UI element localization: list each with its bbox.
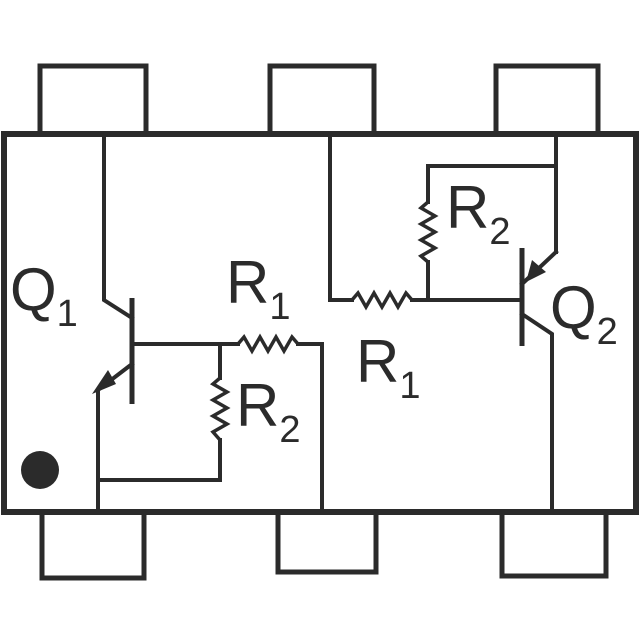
r1-left-resistor [236,333,300,355]
r1-right-resistor [350,289,414,311]
r2-left-resistor [209,376,231,442]
r1-right-label: R1 [356,328,420,407]
q2-collector-wire [519,311,554,514]
pin-bottom-middle [275,505,379,575]
r2-right-resistor [417,200,439,264]
pin1-marker-dot [21,451,59,489]
pin-bottom-right [499,505,609,579]
left-ground-return [96,438,222,482]
r1-right-input-wire [328,132,354,302]
pin-bottom-left [39,505,147,581]
q2-emitter-arrow [526,260,546,282]
q1-collector-wire [102,132,135,321]
r2-right-label: R2 [446,174,510,253]
pin-top-right [493,63,601,141]
r2-left-label: R2 [236,372,300,451]
pin-top-left [37,63,149,141]
q1-label: Q1 [10,256,78,335]
q2-label: Q2 [550,274,618,353]
r2-right-top-wire [426,164,558,204]
r1-left-label: R1 [226,249,290,328]
r1-left-to-pin [296,342,324,514]
pin-top-middle [267,63,377,141]
